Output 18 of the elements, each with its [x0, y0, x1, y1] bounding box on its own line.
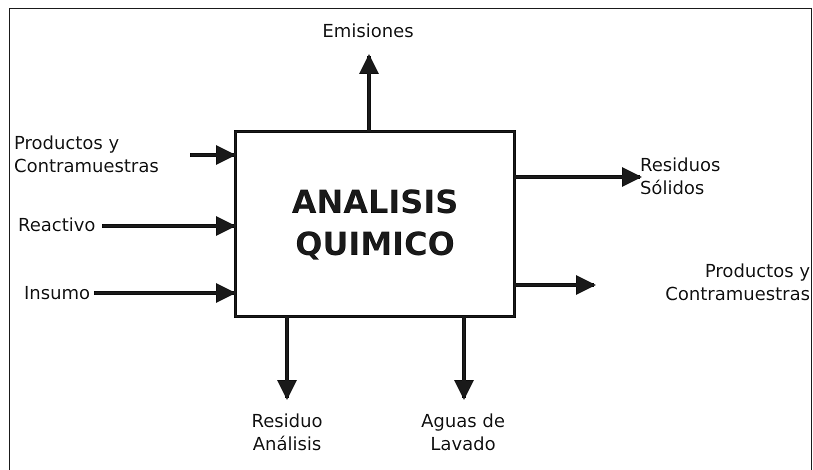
- arrow: [516, 275, 596, 295]
- arrow: [94, 283, 236, 303]
- input-label: Insumo: [24, 282, 92, 306]
- arrow: [190, 145, 236, 165]
- output-label: Productos y Contramuestras: [664, 260, 810, 307]
- arrow: [102, 216, 236, 236]
- output-label: Residuo Análisis: [250, 410, 324, 457]
- input-label: Productos y Contramuestras: [14, 132, 160, 179]
- input-label: Reactivo: [18, 214, 96, 238]
- process-box: [234, 130, 516, 318]
- arrow: [277, 318, 297, 400]
- output-label: Residuos Sólidos: [640, 154, 722, 201]
- arrow: [359, 54, 379, 130]
- arrow: [454, 318, 474, 400]
- output-label: Emisiones: [321, 20, 415, 44]
- output-label: Aguas de Lavado: [420, 410, 506, 457]
- process-title: ANALISIS QUIMICO: [290, 182, 460, 265]
- arrow: [516, 167, 642, 187]
